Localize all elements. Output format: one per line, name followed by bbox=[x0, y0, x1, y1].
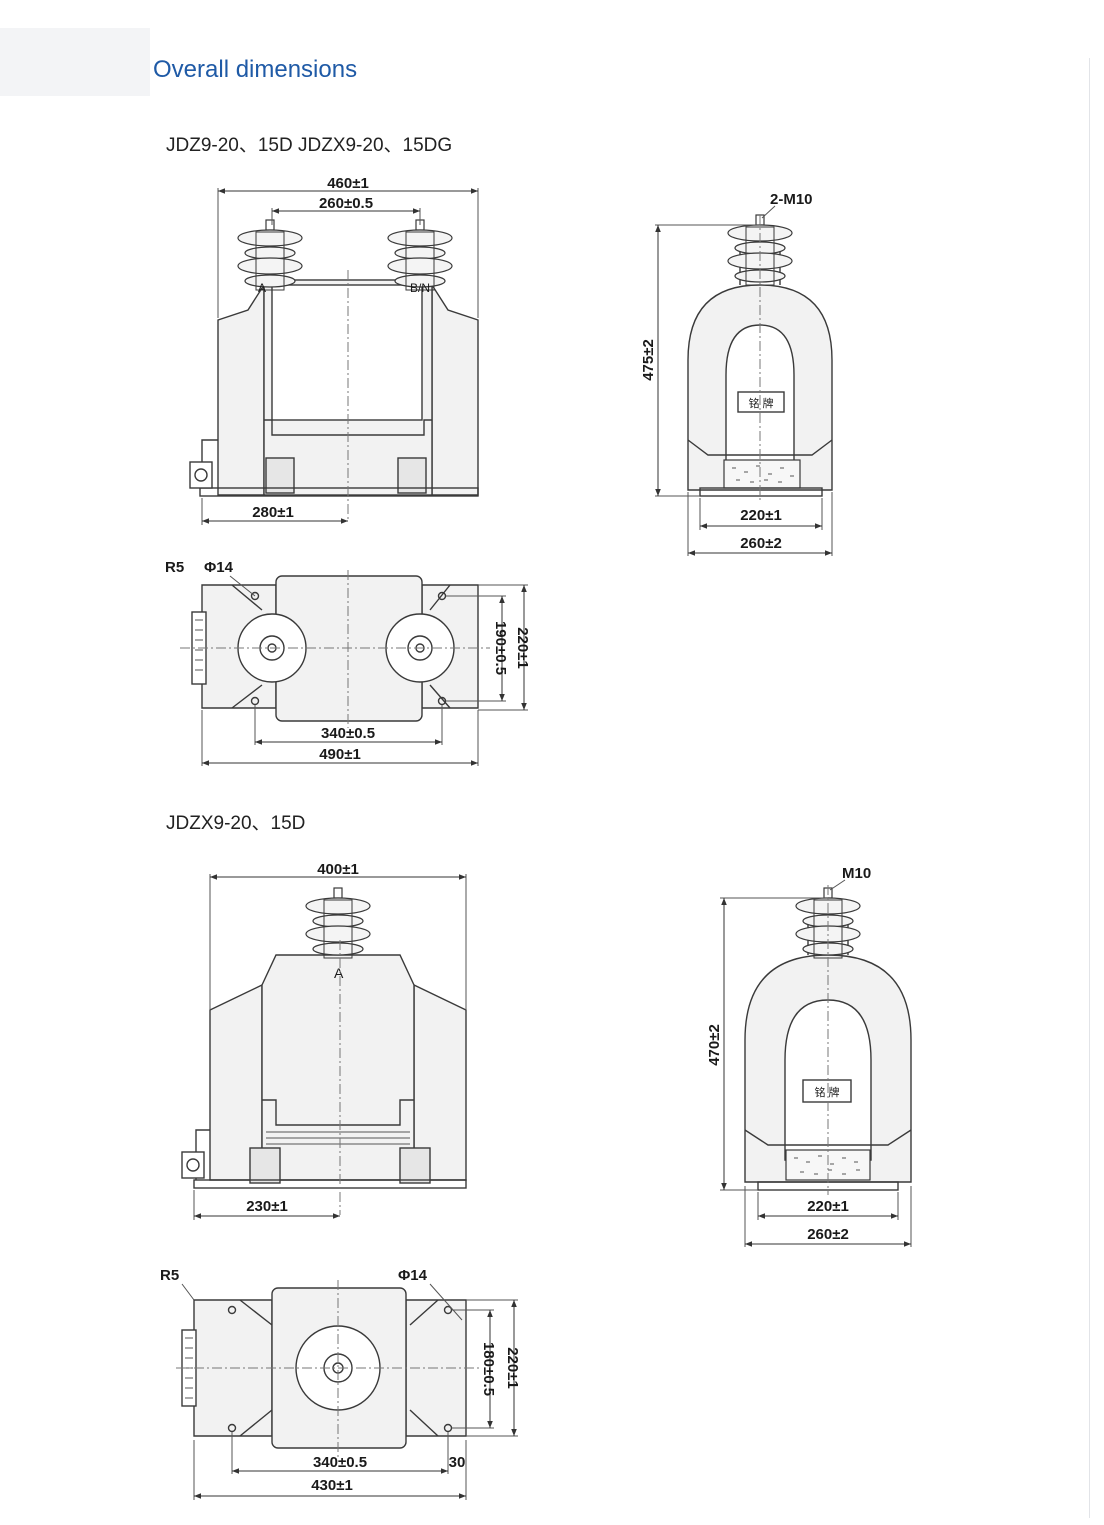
s2-secondary-terminal-box bbox=[181, 1151, 205, 1179]
s2-side-dim-260-label: 260±2 bbox=[807, 1226, 849, 1243]
s1-dim-260-label: 260±0.5 bbox=[319, 195, 373, 212]
page-title: Overall dimensions bbox=[153, 56, 358, 83]
s1-dim-460-label: 460±1 bbox=[327, 175, 369, 192]
s2-nameplate bbox=[802, 1079, 852, 1103]
s2-label-phi14: Φ14 bbox=[398, 1267, 428, 1284]
s1-side-terminal-block bbox=[723, 459, 801, 489]
s1-dim-280-label: 280±1 bbox=[252, 504, 294, 521]
s1-plan-hole-bl bbox=[250, 696, 260, 706]
s2-dim-470-label: 470±2 bbox=[706, 1024, 723, 1066]
s2-plan-view: R5 Φ14 340±0.5 30 430±1 180±0.5 220±1 bbox=[160, 1267, 521, 1500]
s1-terminal-b-label: B/N bbox=[410, 281, 430, 295]
s1-front-base bbox=[199, 487, 479, 497]
s2-leader-m10 bbox=[829, 879, 846, 891]
s2-front-ribs bbox=[266, 1131, 410, 1145]
s2-dim-180-label: 180±0.5 bbox=[480, 1342, 497, 1396]
s2-leader-r5 bbox=[181, 1283, 195, 1301]
s1-terminal-a-label: A bbox=[258, 281, 266, 295]
s2-front-core bbox=[261, 954, 415, 1181]
s1-front-foot-left bbox=[265, 457, 295, 494]
s1-side-dim-260-label: 260±2 bbox=[740, 535, 782, 552]
s2-plan-flange-ribs bbox=[239, 1299, 439, 1437]
s1-front-right-wing bbox=[431, 282, 479, 496]
s1-dim-220-label: 220±1 bbox=[514, 627, 531, 669]
section-heading-jdzx9: JDZX9-20、15D bbox=[166, 813, 306, 834]
s1-front-left-wing bbox=[217, 282, 265, 496]
s1-dim-340-label: 340±0.5 bbox=[321, 725, 375, 742]
s1-side-base bbox=[699, 487, 823, 497]
s1-insulator-a bbox=[237, 219, 303, 291]
s1-secondary-terminal-box bbox=[189, 461, 213, 489]
s1-leader-phi14 bbox=[229, 575, 256, 597]
s1-front-view: A B/N 460±1 260±0.5 280±1 bbox=[189, 175, 479, 525]
s1-label-phi14: Φ14 bbox=[204, 559, 234, 576]
s1-label-r5: R5 bbox=[165, 559, 184, 576]
s2-dim-340-label: 340±0.5 bbox=[313, 1454, 367, 1471]
s1-label-2m10: 2-M10 bbox=[770, 191, 813, 208]
s2-front-foot-right bbox=[399, 1147, 431, 1184]
s2-nameplate-text: 铭 牌 bbox=[814, 1085, 839, 1099]
s2-front-base bbox=[193, 1179, 467, 1189]
s2-leader-phi14 bbox=[429, 1283, 463, 1321]
s2-plan-hole-tl bbox=[227, 1305, 237, 1315]
s1-plan-hole-br bbox=[437, 696, 447, 706]
s2-plan-hole-bl bbox=[227, 1423, 237, 1433]
s1-front-foot-right bbox=[397, 457, 427, 494]
s1-side-view: 铭 牌 2-M10 475±2 220±1 260±2 bbox=[640, 191, 833, 556]
page-right-border bbox=[1089, 58, 1090, 1518]
s1-side-terminal-marks bbox=[732, 465, 794, 483]
s2-dim-30-label: 30 bbox=[449, 1454, 466, 1471]
s2-label-r5: R5 bbox=[160, 1267, 179, 1284]
s2-dim-430-label: 430±1 bbox=[311, 1477, 353, 1494]
s2-plan-hole-br bbox=[443, 1423, 453, 1433]
s1-plan-hole-tl bbox=[250, 591, 260, 601]
s1-secondary-terminal-screw bbox=[194, 468, 208, 482]
s2-terminal-a-label: A bbox=[334, 965, 344, 981]
s2-front-shoulder bbox=[262, 1099, 414, 1126]
s2-front-view: A 400±1 230±1 bbox=[181, 861, 467, 1220]
s1-plan-terminal-strip-marks bbox=[195, 619, 203, 671]
s1-side-dim-220-label: 220±1 bbox=[740, 507, 782, 524]
section-heading-jdz9: JDZ9-20、15D JDZX9-20、15DG bbox=[166, 135, 453, 156]
s2-side-view: 铭 牌 M10 470±2 220±1 260±2 bbox=[706, 865, 912, 1247]
s2-side-terminal-marks bbox=[794, 1155, 860, 1175]
s2-front-foot-left bbox=[249, 1147, 281, 1184]
s2-insulator-a bbox=[305, 887, 371, 959]
s1-dim-490-label: 490±1 bbox=[319, 746, 361, 763]
s2-side-dim-220-label: 220±1 bbox=[807, 1198, 849, 1215]
s1-insulator-b bbox=[387, 219, 453, 291]
s1-plan-flange-ribs bbox=[231, 584, 451, 709]
s2-dim-400-label: 400±1 bbox=[317, 861, 359, 878]
s1-plan-view: R5 Φ14 340±0.5 490±1 190±0.5 220±1 bbox=[165, 559, 531, 766]
s1-dim-190-label: 190±0.5 bbox=[492, 621, 509, 675]
s1-dim-475-label: 475±2 bbox=[640, 339, 657, 381]
s2-label-m10: M10 bbox=[842, 865, 871, 882]
s1-front-window bbox=[271, 284, 423, 421]
s2-secondary-terminal-screw bbox=[186, 1158, 200, 1172]
header-band bbox=[0, 28, 150, 96]
s2-plan-hole-tr bbox=[443, 1305, 453, 1315]
s2-dim-220-label: 220±1 bbox=[504, 1347, 521, 1389]
s1-nameplate bbox=[737, 391, 785, 413]
s1-leader-2m10 bbox=[761, 205, 776, 219]
s1-plan-hole-tr bbox=[437, 591, 447, 601]
s1-nameplate-text: 铭 牌 bbox=[748, 396, 773, 410]
s2-dim-230-label: 230±1 bbox=[246, 1198, 288, 1215]
